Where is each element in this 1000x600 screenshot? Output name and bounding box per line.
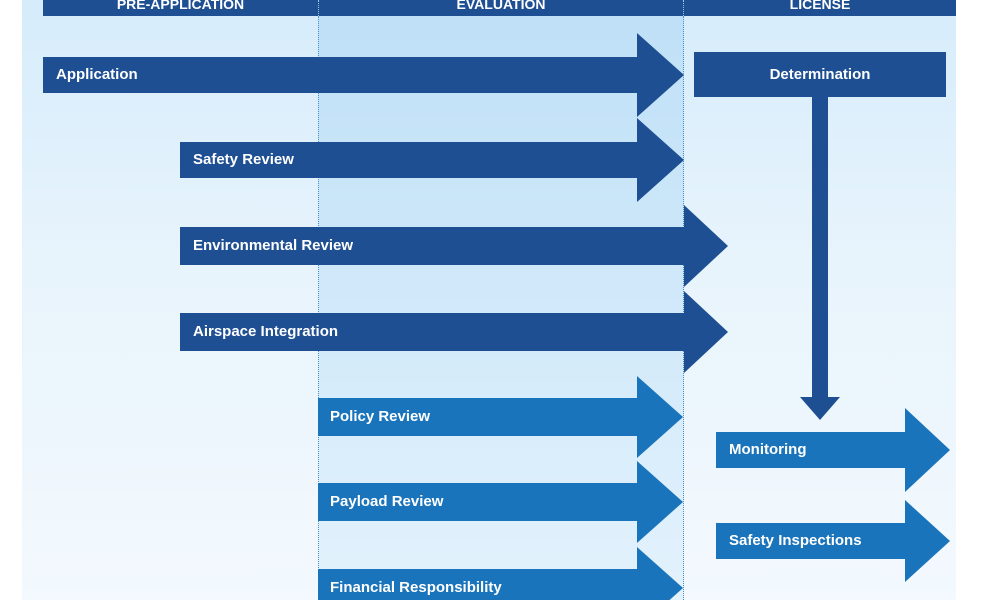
- page-margin-right: [956, 0, 1000, 600]
- environmental-review-label: Environmental Review: [193, 237, 354, 254]
- safety-review-arrow: [180, 118, 684, 202]
- application-arrow: [43, 33, 684, 117]
- safety-inspections-label: Safety Inspections: [729, 532, 862, 549]
- payload-review-arrow: [318, 461, 683, 543]
- application-label: Application: [56, 66, 138, 83]
- phase-header-evaluation: EVALUATION: [318, 0, 684, 16]
- safety-review-label: Safety Review: [193, 151, 294, 168]
- determination-box: [694, 52, 946, 97]
- phase-header-bar: PRE-APPLICATION EVALUATION LICENSE: [43, 0, 956, 16]
- policy-review-label: Policy Review: [330, 408, 431, 425]
- airspace-integration-arrow: [180, 291, 728, 373]
- payload-review-label: Payload Review: [330, 493, 444, 510]
- financial-responsibility-arrow: [318, 547, 683, 600]
- environmental-review-arrow: [180, 205, 728, 287]
- page-margin-left: [0, 0, 22, 600]
- safety-inspections-arrow: [716, 500, 950, 582]
- financial-responsibility-label: Financial Responsibility: [330, 579, 502, 596]
- phase-header-pre-application: PRE-APPLICATION: [116, 0, 245, 12]
- determination-label: Determination: [769, 66, 871, 83]
- policy-review-arrow: [318, 376, 683, 458]
- phase-header-license: LICENSE: [789, 0, 851, 12]
- airspace-integration-label: Airspace Integration: [193, 323, 339, 340]
- determination-down-arrow: [800, 97, 840, 420]
- monitoring-arrow: [716, 408, 950, 492]
- monitoring-label: Monitoring: [729, 441, 807, 458]
